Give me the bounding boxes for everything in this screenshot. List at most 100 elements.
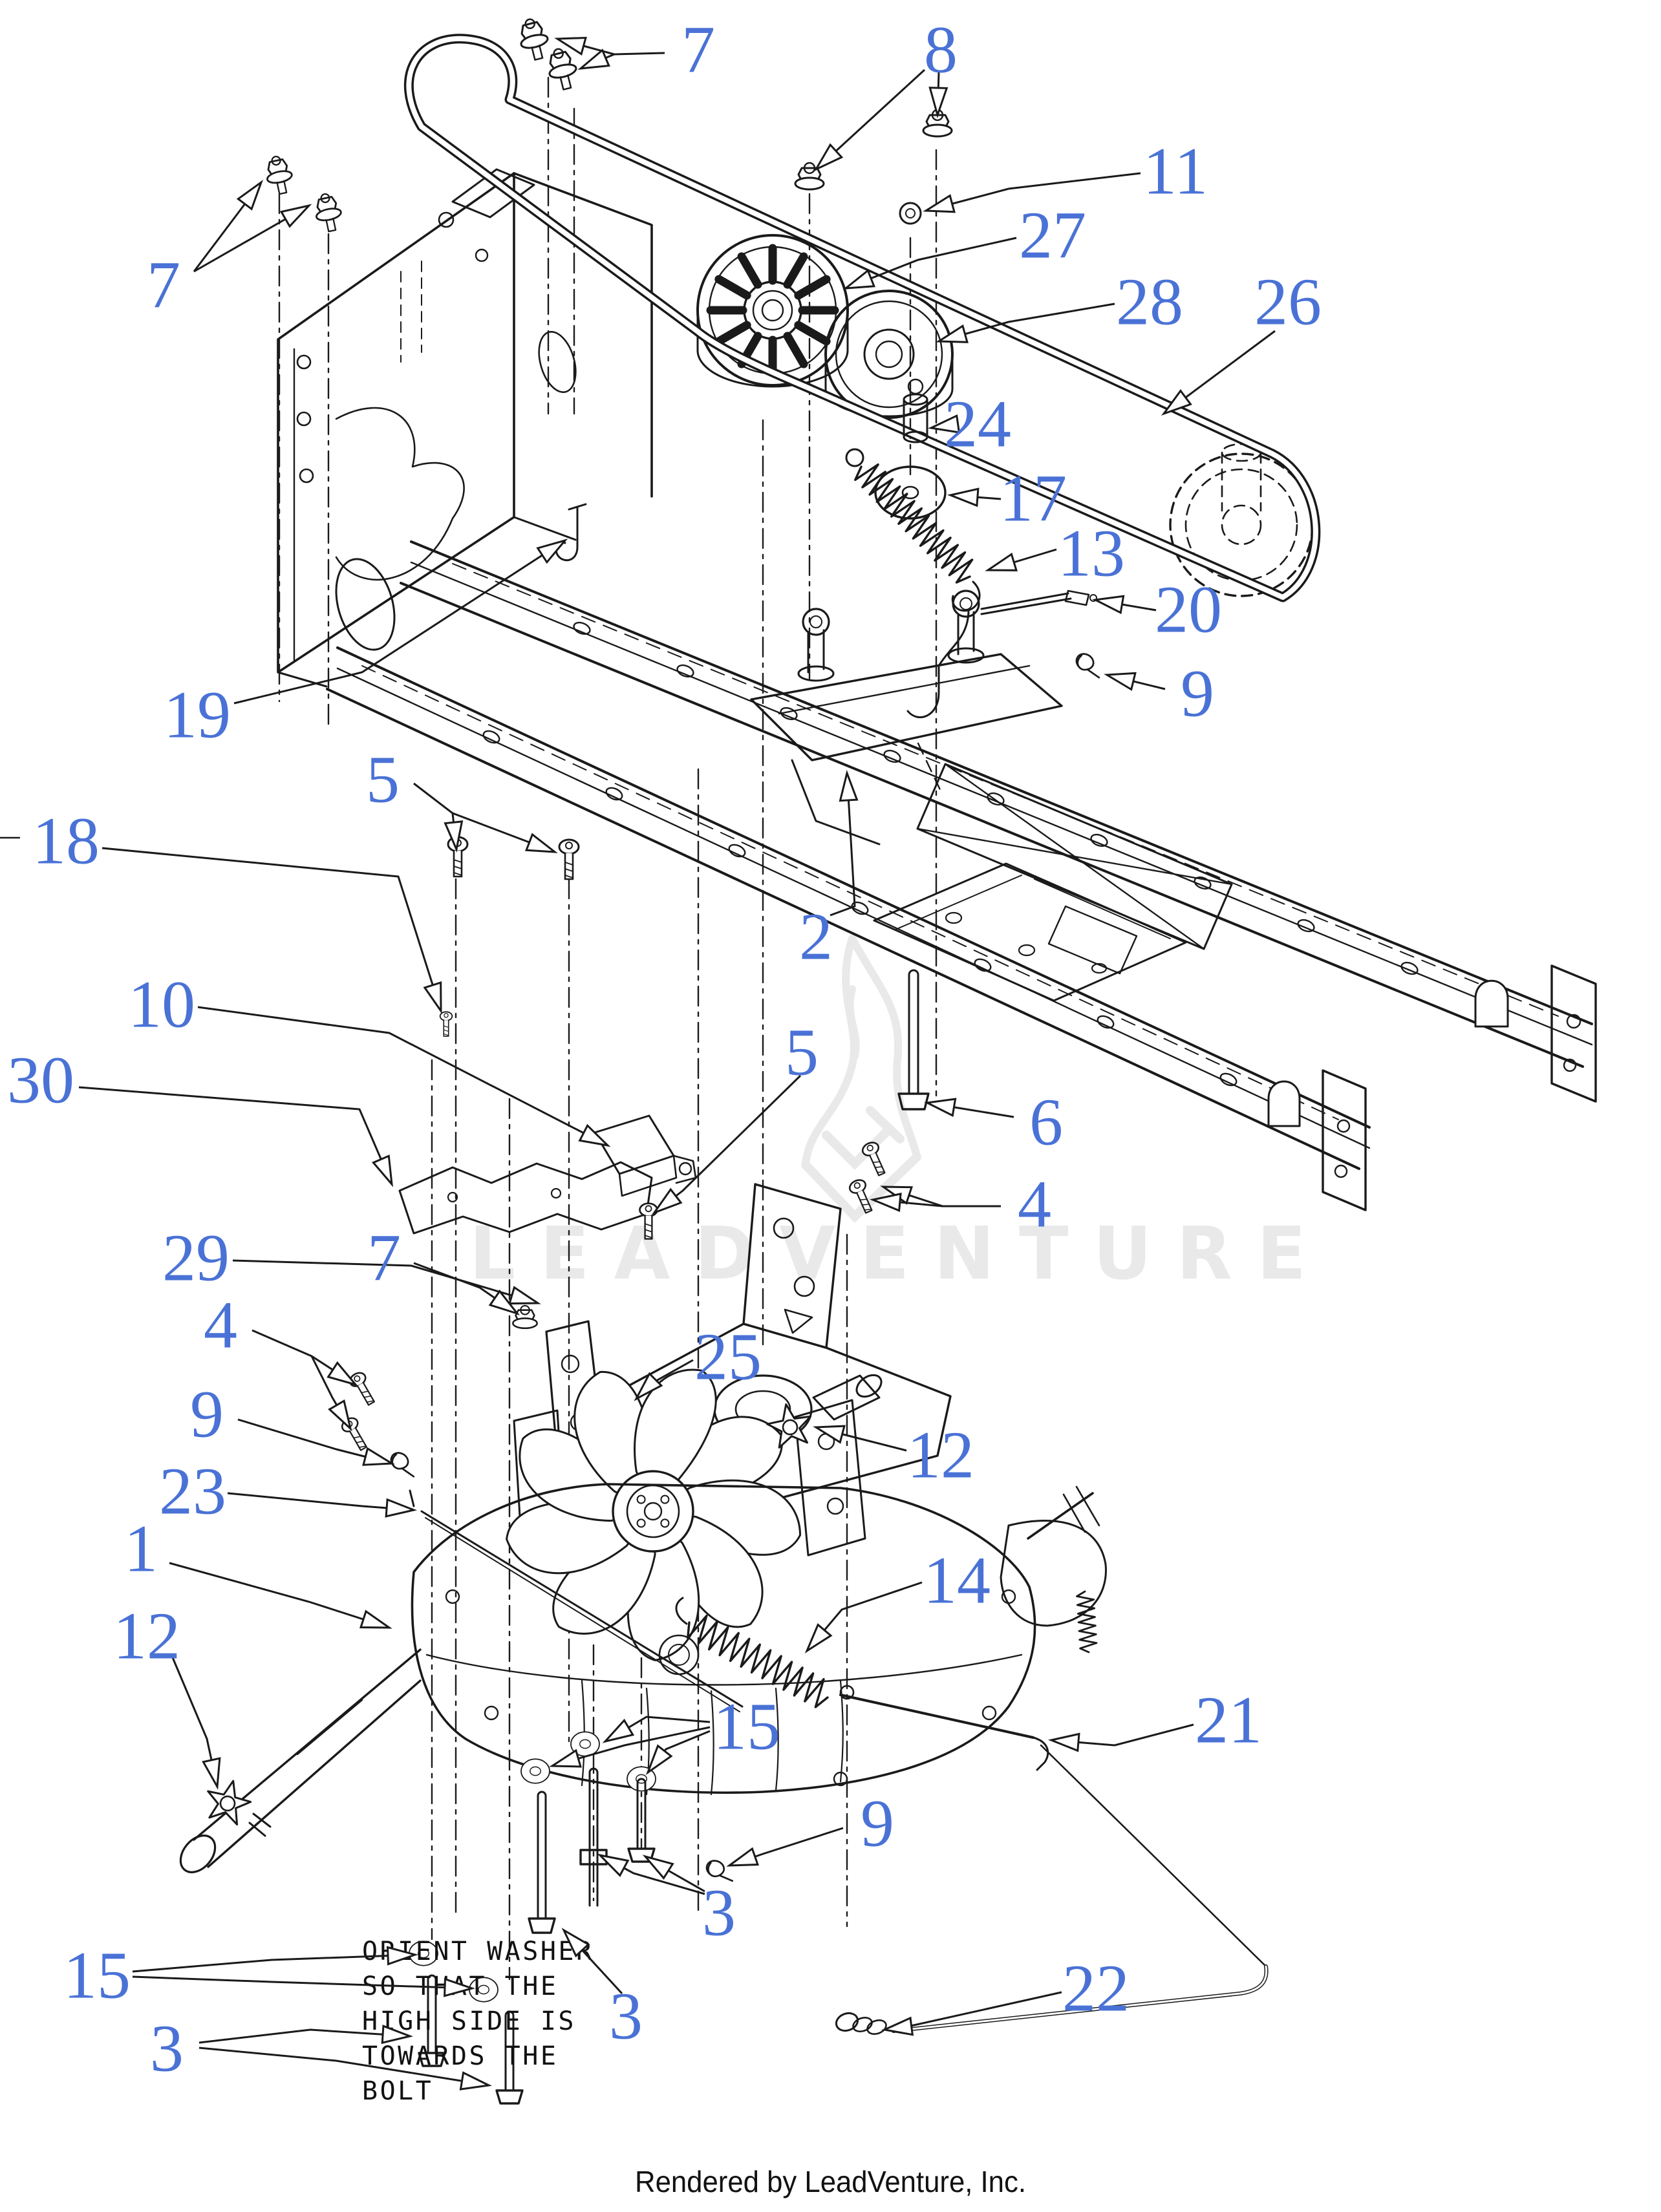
callout-number-11: 11 [1143, 134, 1208, 208]
callout-7: 7 [147, 179, 312, 322]
leader-line [198, 2047, 489, 2087]
leader-arrowhead [881, 2016, 914, 2036]
callout-number-21: 21 [1195, 1683, 1262, 1757]
callout-number-7: 7 [147, 248, 180, 322]
callout-number-5: 5 [366, 742, 400, 816]
callout-number-13: 13 [1058, 516, 1125, 590]
callout-number-30: 30 [7, 1043, 74, 1117]
leader-line [232, 1259, 539, 1304]
leader-arrowhead [327, 1361, 359, 1387]
callout-number-22: 22 [1062, 1951, 1130, 2025]
callout-2: 2 [799, 769, 859, 973]
leader-arrowhead [385, 1498, 418, 1518]
callout-22: 22 [881, 1951, 1130, 2036]
callout-3: 3 [597, 1853, 736, 1950]
callout-11: 11 [923, 134, 1208, 213]
callout-number-18: 18 [32, 803, 100, 878]
callout-number-7: 7 [367, 1220, 401, 1295]
idler-pulley-ribbed [696, 234, 849, 388]
leader-line [132, 1953, 416, 1973]
leader-arrowhead [423, 981, 442, 1014]
frame-tower [277, 168, 653, 688]
callout-number-9: 9 [1181, 656, 1214, 730]
leader-line [169, 1562, 390, 1629]
fasteners [200, 15, 1100, 2105]
callout-number-5: 5 [785, 1015, 819, 1089]
callout-number-3: 3 [150, 2011, 184, 2085]
callout-number-10: 10 [128, 967, 195, 1041]
callout-12: 12 [113, 1599, 221, 1790]
drive-belt [403, 34, 1321, 602]
callout-17: 17 [947, 461, 1067, 535]
leader-arrowhead [386, 1946, 419, 1966]
leader-arrowhead [381, 2025, 414, 2045]
flame-icon [802, 935, 921, 1167]
leader-arrowhead [726, 1847, 760, 1867]
leader-line [197, 1006, 608, 1147]
callout-29: 29 [162, 1220, 541, 1305]
leader-line [78, 1086, 393, 1185]
leader-arrowhead [371, 1154, 394, 1187]
callout-18: 18 [32, 803, 442, 1014]
callout-24: 24 [927, 387, 1011, 461]
callout-number-28: 28 [1116, 264, 1183, 339]
callout-number-12: 12 [113, 1599, 180, 1673]
callout-10: 10 [128, 967, 611, 1147]
callout-26: 26 [1161, 264, 1322, 416]
callout-14: 14 [804, 1543, 991, 1654]
leader-arrowhead [869, 1193, 902, 1212]
note-line-5: BOLT [362, 2076, 433, 2106]
callout-number-1: 1 [124, 1511, 158, 1586]
callout-number-14: 14 [923, 1543, 991, 1617]
callout-9: 9 [1104, 656, 1214, 730]
callout-number-23: 23 [159, 1454, 226, 1528]
idler-mount-plate [750, 590, 1063, 845]
leader-arrowhead [842, 269, 875, 290]
callout-number-27: 27 [1019, 198, 1086, 272]
callout-21: 21 [1047, 1683, 1262, 1757]
callout-9: 9 [726, 1786, 894, 1867]
leader-line [233, 539, 566, 705]
leader-arrowhead [578, 1123, 611, 1147]
callout-13: 13 [985, 516, 1125, 590]
callout-number-15: 15 [63, 1938, 131, 2012]
callout-number-3: 3 [702, 1875, 736, 1950]
callout-15: 15 [549, 1689, 780, 1776]
callout-20: 20 [1091, 572, 1222, 646]
leader-line [654, 1074, 802, 1214]
callout-8: 8 [813, 12, 958, 172]
leader-arrowhead [577, 48, 610, 70]
leader-arrowhead [459, 2071, 493, 2090]
rods-and-springs [409, 1489, 1269, 2036]
leader-arrowhead [524, 833, 558, 853]
leader-arrowhead [1161, 388, 1192, 416]
callout-23: 23 [159, 1454, 418, 1528]
leader-arrowhead [928, 87, 948, 119]
callout-27: 27 [842, 198, 1086, 290]
leader-arrowhead [202, 1757, 221, 1790]
callout-5: 5 [651, 1015, 819, 1215]
callout-4: 4 [204, 1288, 359, 1432]
leader-line [132, 1975, 473, 1990]
switch-and-bracket [398, 1114, 697, 1235]
callout-12: 12 [813, 1418, 974, 1492]
callout-number-17: 17 [1000, 461, 1067, 535]
callout-number-6: 6 [1029, 1085, 1063, 1159]
callout-number-2: 2 [799, 899, 833, 973]
leader-arrowhead [645, 1744, 673, 1776]
callout-25: 25 [634, 1319, 762, 1401]
callout-9: 9 [190, 1377, 395, 1466]
footer-credit: Rendered by LeadVenture, Inc. [635, 2165, 1026, 2198]
clutch-spring-area [555, 202, 1097, 719]
callout-number-25: 25 [694, 1319, 762, 1394]
callout-number-24: 24 [944, 387, 1011, 461]
leader-arrowhead [923, 1098, 957, 1117]
leader-arrowhead [549, 1749, 582, 1768]
callout-4: 4 [869, 1167, 1051, 1241]
callout-number-12: 12 [907, 1418, 974, 1492]
callout-number-4: 4 [204, 1288, 237, 1362]
leader-arrowhead [236, 179, 264, 211]
leader-arrowhead [536, 538, 568, 564]
